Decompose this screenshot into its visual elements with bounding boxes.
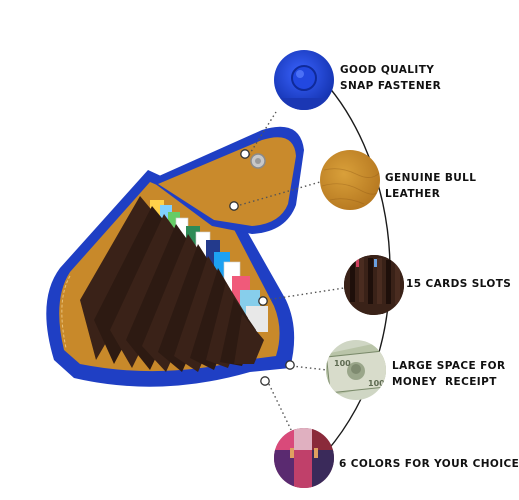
feature-label-money-receipt: LARGE SPACE FOR MONEY RECEIPT (392, 360, 506, 388)
accordion-slots (80, 196, 264, 372)
svg-text:100: 100 (368, 379, 385, 388)
product-illustration: 100 100 (46, 50, 404, 488)
connector-node (258, 296, 268, 306)
connector-node (240, 149, 250, 159)
feature-label-genuine-leather: GENUINE BULL LEATHER (385, 172, 477, 200)
connector-node (285, 360, 295, 370)
connector-node (260, 376, 270, 386)
svg-text:100: 100 (334, 359, 351, 368)
connector-node (229, 201, 239, 211)
card-slots-icon (344, 255, 404, 315)
money-receipt-icon: 100 100 (326, 340, 386, 400)
color-options-icon (274, 428, 334, 488)
feature-label-card-slots: 15 CARDS SLOTS (406, 278, 512, 290)
feature-label-color-choice: 6 COLORS FOR YOUR CHOICE (339, 458, 519, 470)
leather-swatch-icon (320, 150, 380, 210)
feature-label-snap-fastener: GOOD QUALITY SNAP FASTENER (340, 64, 442, 92)
connector-lines (239, 111, 345, 437)
snap-fastener-icon (274, 50, 334, 110)
card-wallet (46, 126, 304, 387)
